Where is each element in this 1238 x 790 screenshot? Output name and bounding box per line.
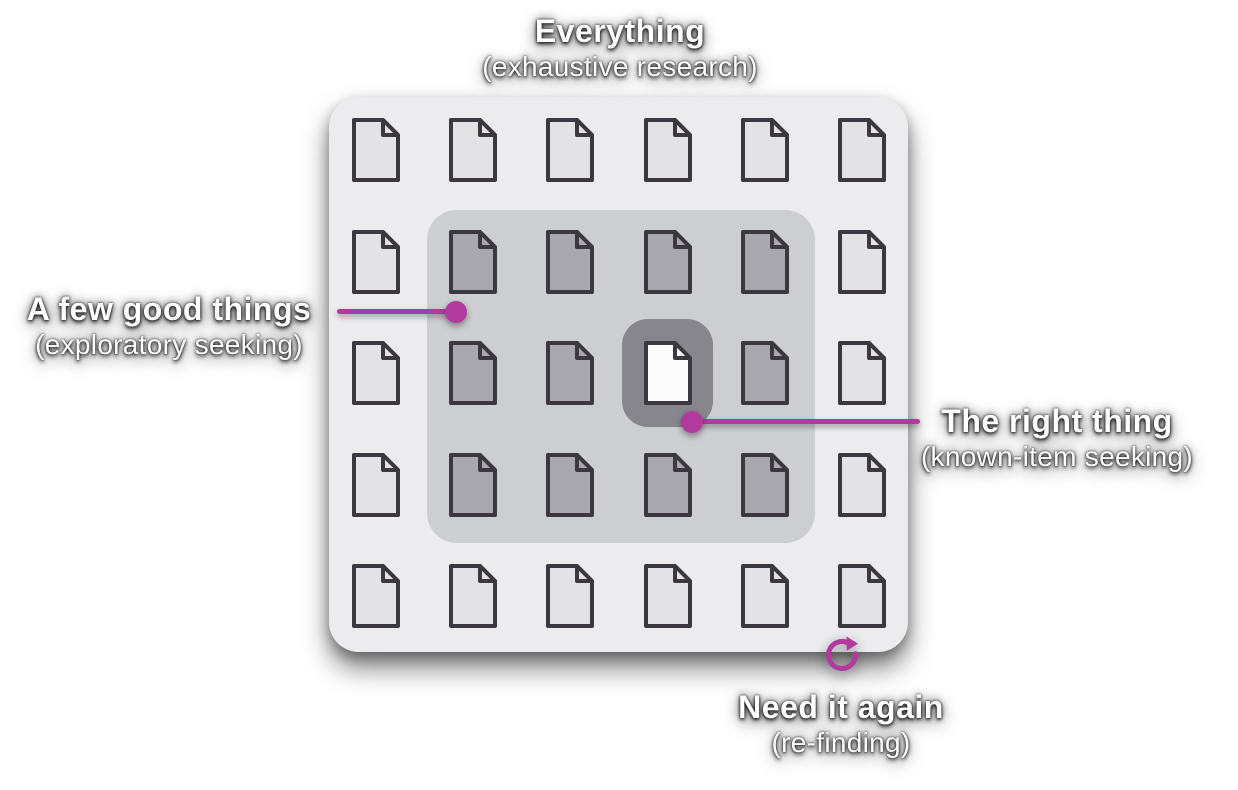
right-thing-connector-line xyxy=(692,419,920,424)
label-few-good-things-subtitle: (exploratory seeking) xyxy=(35,329,303,360)
document-icon xyxy=(544,229,596,295)
label-everything-subtitle: (exhaustive research) xyxy=(482,51,758,82)
label-few-good-things: A few good things (exploratory seeking) xyxy=(0,290,344,362)
document-icon xyxy=(447,563,499,629)
few-good-connector-line xyxy=(337,309,457,314)
document-icon xyxy=(836,452,888,518)
few-good-connector-dot xyxy=(445,301,467,323)
document-icon xyxy=(642,563,694,629)
label-right-thing-subtitle: (known-item seeking) xyxy=(920,441,1194,472)
document-icon xyxy=(836,340,888,406)
label-everything: Everything (exhaustive research) xyxy=(420,12,820,84)
document-icon xyxy=(642,452,694,518)
right-thing-connector-dot xyxy=(681,411,703,433)
document-icon xyxy=(544,117,596,183)
document-icon xyxy=(739,452,791,518)
document-icon xyxy=(836,229,888,295)
target-document-icon xyxy=(642,340,694,406)
document-icon xyxy=(642,229,694,295)
everything-zone xyxy=(329,97,908,652)
document-icon xyxy=(739,563,791,629)
refresh-icon xyxy=(826,636,858,671)
label-everything-title: Everything xyxy=(534,13,706,49)
document-icon xyxy=(642,117,694,183)
document-icon xyxy=(544,563,596,629)
document-icon xyxy=(739,229,791,295)
document-icon xyxy=(544,340,596,406)
document-icon xyxy=(447,229,499,295)
label-right-thing-title: The right thing xyxy=(941,403,1173,439)
document-icon xyxy=(350,229,402,295)
document-icon xyxy=(447,340,499,406)
document-grid xyxy=(329,97,908,652)
document-icon xyxy=(447,452,499,518)
document-icon xyxy=(350,117,402,183)
label-right-thing: The right thing (known-item seeking) xyxy=(877,402,1237,474)
document-icon xyxy=(544,452,596,518)
label-need-it-again-title: Need it again xyxy=(738,689,944,725)
document-icon xyxy=(350,563,402,629)
label-few-good-things-title: A few good things xyxy=(26,291,312,327)
document-icon xyxy=(739,340,791,406)
document-icon xyxy=(350,452,402,518)
document-icon xyxy=(350,340,402,406)
document-icon xyxy=(447,117,499,183)
document-icon xyxy=(739,117,791,183)
label-need-it-again: Need it again (re-finding) xyxy=(681,688,1001,760)
document-icon xyxy=(836,563,888,629)
label-need-it-again-subtitle: (re-finding) xyxy=(771,727,911,758)
document-icon xyxy=(836,117,888,183)
